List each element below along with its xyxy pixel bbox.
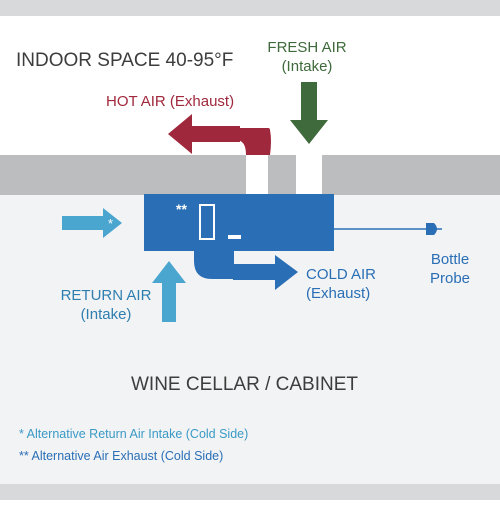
cold-air-sublabel: (Exhaust) (306, 285, 370, 302)
alt-return-arrow-icon (62, 208, 122, 238)
return-air-label: RETURN AIR (61, 287, 152, 304)
probe-label: Bottle (431, 251, 469, 268)
fresh-air-arrow-icon (290, 82, 328, 144)
probe-icon (426, 223, 437, 235)
footnote-double: ** Alternative Air Exhaust (Cold Side) (19, 449, 223, 463)
hot-air-arrow-icon (168, 114, 240, 154)
return-air-sublabel: (Intake) (81, 306, 132, 323)
unit-display-icon (199, 204, 215, 240)
indoor-space-title: INDOOR SPACE 40-95°F (16, 50, 233, 71)
hot-air-label: HOT AIR (Exhaust) (106, 93, 234, 110)
cold-air-label: COLD AIR (306, 266, 376, 283)
exhaust-duct (246, 155, 268, 195)
top-border (0, 0, 500, 16)
fresh-air-label: FRESH AIR (267, 39, 346, 56)
unit-indicator-icon (228, 235, 241, 239)
unit-double-marker: ** (176, 201, 187, 217)
intake-duct (296, 148, 322, 195)
cellar-title: WINE CELLAR / CABINET (131, 374, 358, 395)
alt-return-marker: * (108, 216, 113, 231)
cold-air-arrow-icon (233, 255, 298, 290)
bottom-border (0, 484, 500, 500)
fresh-air-sublabel: (Intake) (282, 58, 333, 75)
cooling-unit (144, 194, 334, 251)
probe-sublabel: Probe (430, 270, 470, 287)
hot-air-elbow (236, 128, 270, 155)
footnote-single: * Alternative Return Air Intake (Cold Si… (19, 427, 248, 441)
return-air-arrow-icon (152, 261, 186, 322)
unit-bottom-outlet (194, 251, 234, 279)
